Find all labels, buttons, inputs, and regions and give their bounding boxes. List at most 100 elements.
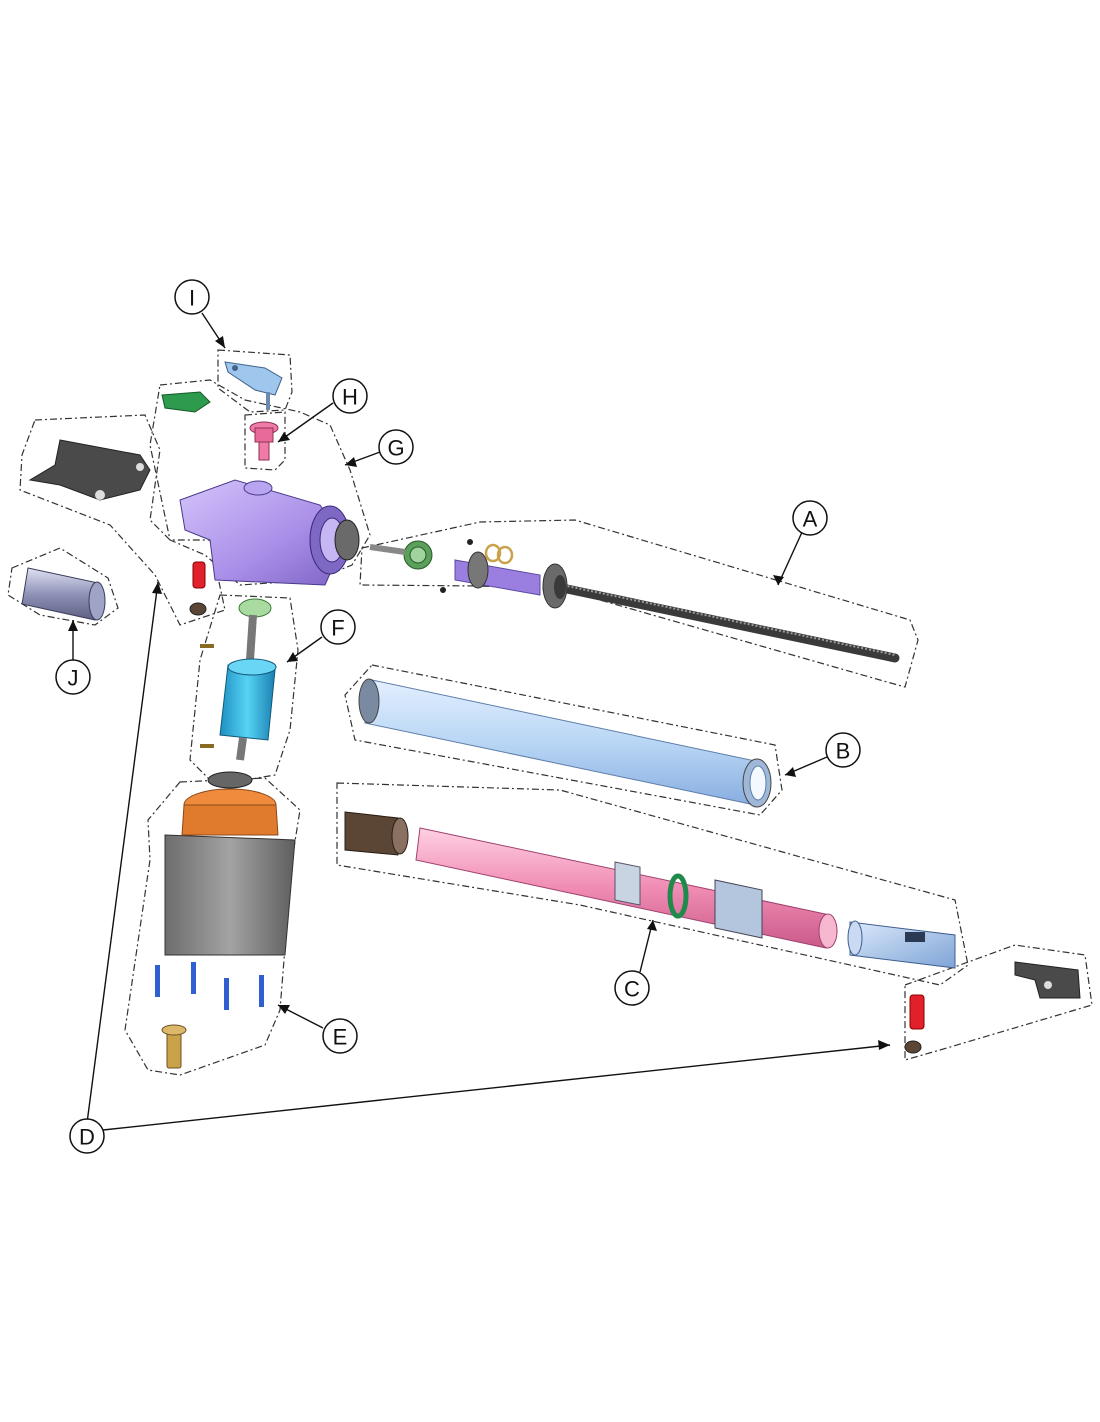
callout-g-circle	[378, 429, 414, 465]
callout-b[interactable]: B	[825, 732, 861, 768]
ball-bearing	[440, 587, 446, 593]
leader-h	[277, 402, 334, 443]
callout-c-label: C	[624, 977, 640, 1002]
part-i-handle	[224, 361, 283, 410]
ball-bearing-2	[467, 539, 473, 545]
outline-group-j	[7, 547, 119, 626]
base-screw-1	[155, 965, 160, 997]
pin-stem	[258, 441, 270, 461]
leader-d-right	[102, 1044, 891, 1131]
motor-shaft-bottom	[236, 737, 247, 761]
front-mounting-bracket	[1014, 961, 1081, 999]
part-c-inner-tube	[344, 811, 956, 969]
callout-h[interactable]: H	[332, 378, 368, 414]
outline-group-f	[189, 594, 299, 786]
thrust-washer	[467, 551, 489, 589]
gearbox-cap-side	[181, 804, 279, 836]
part-j-cylinder	[21, 567, 106, 621]
part-g-housing	[161, 391, 360, 586]
callout-a[interactable]: A	[792, 500, 828, 536]
callout-e-circle	[322, 1018, 358, 1054]
end-nut	[344, 811, 399, 856]
housing-seal-ring	[334, 519, 360, 561]
callout-e[interactable]: E	[322, 1018, 358, 1054]
callout-i-label: I	[189, 286, 195, 311]
callouts: A B C D E F G H	[55, 279, 861, 1154]
part-h-pin	[249, 421, 279, 461]
callout-j-label: J	[68, 666, 79, 691]
arrowhead-d-left	[152, 582, 162, 594]
front-bracket-hole	[1044, 981, 1052, 989]
o-ring	[667, 873, 689, 919]
motor-can	[219, 664, 276, 741]
callout-h-circle	[332, 378, 368, 414]
rear-pin-bushing	[189, 602, 207, 616]
gearbox-bearing	[207, 771, 253, 789]
outline-group-c	[336, 782, 969, 986]
base-screw-3	[224, 978, 229, 1010]
callout-i-circle	[174, 279, 210, 315]
callout-e-label: E	[333, 1025, 348, 1050]
arrowhead-j	[68, 620, 78, 631]
gold-bolt-head	[161, 1024, 187, 1036]
gearbox-housing	[164, 834, 296, 956]
drive-gear-hub	[409, 546, 427, 564]
splined-collar	[614, 861, 641, 906]
outline-group-e	[124, 777, 301, 1076]
gold-bolt	[166, 1029, 182, 1069]
rear-pivot-pin	[192, 561, 206, 589]
callout-a-circle	[792, 500, 828, 536]
rear-bracket-hole	[95, 490, 105, 500]
callout-c[interactable]: C	[614, 970, 650, 1006]
callout-d[interactable]: D	[69, 1118, 105, 1154]
outline-group-h	[244, 411, 286, 471]
callout-g[interactable]: G	[378, 429, 414, 465]
callout-d-label: D	[79, 1125, 95, 1150]
callout-g-label: G	[387, 436, 404, 461]
housing-top-boss	[243, 480, 273, 496]
leader-d-left	[86, 581, 159, 1124]
callout-f[interactable]: F	[320, 609, 356, 645]
arrowhead-e	[278, 1005, 290, 1014]
callout-h-label: H	[342, 385, 358, 410]
arrowhead-g	[345, 457, 357, 467]
pin-collar	[254, 427, 274, 443]
base-screw-4	[259, 975, 264, 1007]
motor-can-top	[227, 658, 277, 676]
end-nut-face	[391, 817, 409, 855]
outline-group-b	[344, 664, 783, 816]
front-pin-bushing	[904, 1040, 922, 1054]
green-end-cap	[161, 391, 211, 413]
outline-group-d-left	[19, 414, 226, 626]
inner-tube-end	[818, 913, 838, 949]
handle-lever	[224, 361, 283, 396]
rod-thread-highlight	[547, 581, 896, 656]
leader-a	[777, 529, 804, 586]
callout-c-circle	[614, 970, 650, 1006]
motor-shim-bottom	[200, 744, 214, 748]
callout-j[interactable]: J	[55, 659, 91, 695]
motor-shaft-top	[246, 614, 257, 661]
outer-tube-bore	[749, 765, 767, 801]
input-pin	[369, 544, 406, 555]
coupling-nut	[714, 879, 763, 939]
callout-b-label: B	[836, 739, 851, 764]
spring-washer-1	[484, 543, 502, 563]
rear-bracket-hole-2	[136, 463, 144, 471]
front-pivot-pin	[909, 994, 925, 1030]
rod-end-slot	[905, 932, 925, 942]
arrowhead-f	[287, 652, 298, 662]
outer-tube-body	[364, 679, 761, 806]
handle-hole	[232, 365, 238, 371]
outline-group-a	[359, 519, 919, 688]
rear-mounting-bracket	[28, 439, 151, 501]
callout-i[interactable]: I	[174, 279, 210, 315]
arrowhead-b	[785, 767, 796, 777]
arrowhead-d-right	[878, 1040, 890, 1050]
arrowhead-h	[278, 432, 290, 442]
arrowhead-c	[647, 920, 657, 931]
callout-j-circle	[55, 659, 91, 695]
callout-b-circle	[825, 732, 861, 768]
